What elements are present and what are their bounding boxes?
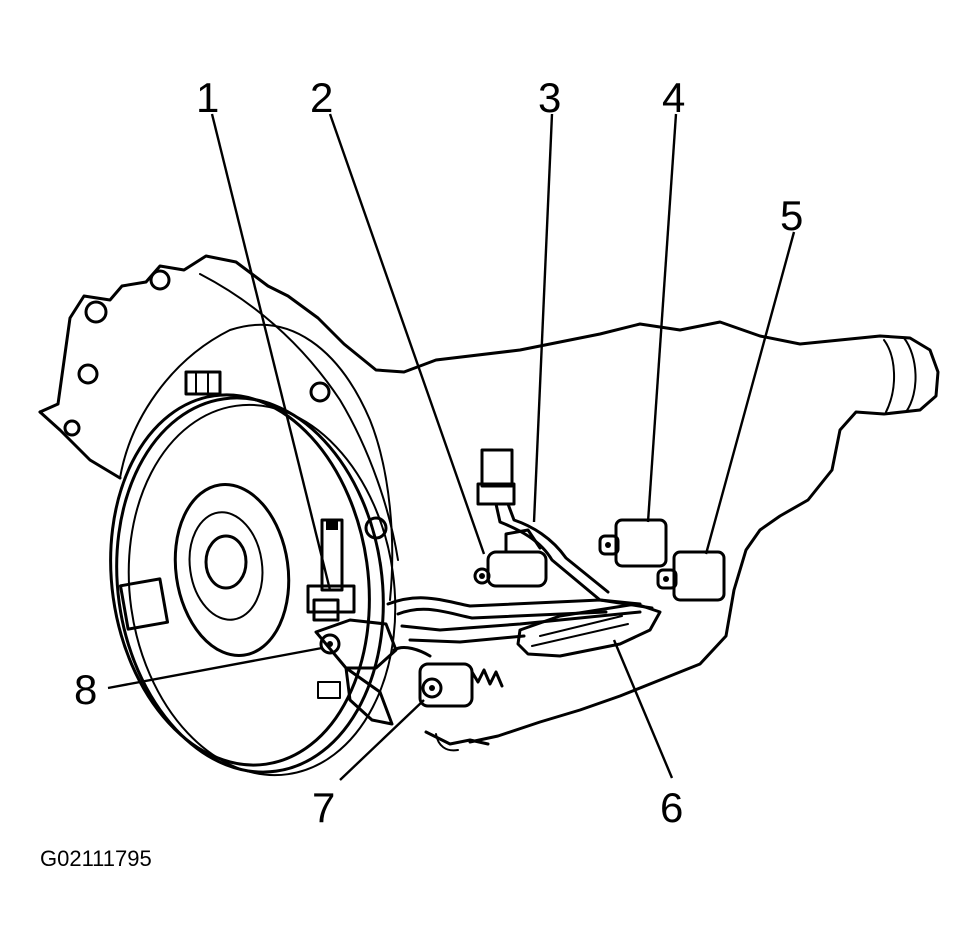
- callout-4: 4: [662, 74, 685, 121]
- callout-1: 1: [196, 74, 219, 121]
- leader-7: [339, 699, 425, 781]
- component-4-solenoid: [598, 518, 668, 568]
- callout-7: 7: [312, 784, 335, 831]
- callouts: 1 2 3 4 5 6 7 8: [74, 74, 803, 831]
- component-5-solenoid: [656, 550, 726, 602]
- component-6-harness: [386, 596, 662, 658]
- leader-lines: [107, 113, 796, 781]
- component-7-solenoid: [418, 662, 504, 752]
- component-3-connector: [476, 448, 642, 606]
- component-8-bracket: [314, 618, 398, 726]
- callout-5: 5: [780, 192, 803, 239]
- leader-8: [107, 646, 323, 690]
- callout-8: 8: [74, 666, 97, 713]
- figure-id: G02111795: [40, 846, 152, 871]
- callout-3: 3: [538, 74, 561, 121]
- leader-4: [646, 113, 678, 523]
- torque-converter: [109, 370, 397, 777]
- leader-6: [612, 639, 674, 779]
- leader-1: [210, 113, 332, 591]
- leader-3: [532, 113, 554, 523]
- callout-6: 6: [660, 784, 683, 831]
- leader-2: [328, 113, 486, 555]
- component-2-solenoid: [473, 528, 548, 588]
- transmission-case: [38, 254, 940, 744]
- component-1-switch: [306, 518, 356, 622]
- leader-5: [704, 231, 796, 555]
- callout-2: 2: [310, 74, 333, 121]
